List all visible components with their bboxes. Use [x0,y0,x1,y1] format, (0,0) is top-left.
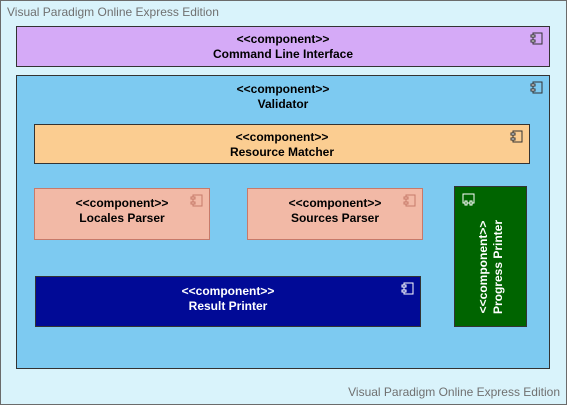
component-name: Progress Printer [490,219,505,315]
component-icon [401,282,414,295]
stereotype-label: <<component>> [75,196,169,210]
watermark-top: Visual Paradigm Online Express Edition [7,5,219,19]
component-name: Validator [257,97,309,111]
watermark-bottom: Visual Paradigm Online Express Edition [348,385,560,399]
component-icon [530,32,543,45]
stereotype-label: <<component>> [475,220,490,314]
component-name: Sources Parser [290,211,380,225]
component-icon [190,194,203,207]
component-icon [403,194,416,207]
component-name: Command Line Interface [212,47,354,61]
stereotype-label: <<component>> [236,82,330,96]
component-name: Locales Parser [79,211,165,225]
component-sources-parser[interactable]: <<component>> Sources Parser [247,188,423,240]
component-icon [510,130,523,143]
component-icon [530,81,543,94]
component-resource-matcher[interactable]: <<component>> Resource Matcher [34,124,530,164]
component-name: Result Printer [188,299,268,313]
component-progress-printer[interactable]: <<component>> Progress Printer [454,186,527,327]
component-command-line-interface[interactable]: <<component>> Command Line Interface [16,26,550,67]
stereotype-label: <<component>> [288,196,382,210]
component-icon [462,193,475,206]
stereotype-label: <<component>> [236,32,330,46]
stereotype-label: <<component>> [235,130,329,144]
component-locales-parser[interactable]: <<component>> Locales Parser [34,188,210,240]
vertical-label: <<component>> Progress Printer [476,220,506,314]
component-name: Resource Matcher [229,145,335,159]
stereotype-label: <<component>> [181,284,275,298]
component-result-printer[interactable]: <<component>> Result Printer [35,276,421,327]
